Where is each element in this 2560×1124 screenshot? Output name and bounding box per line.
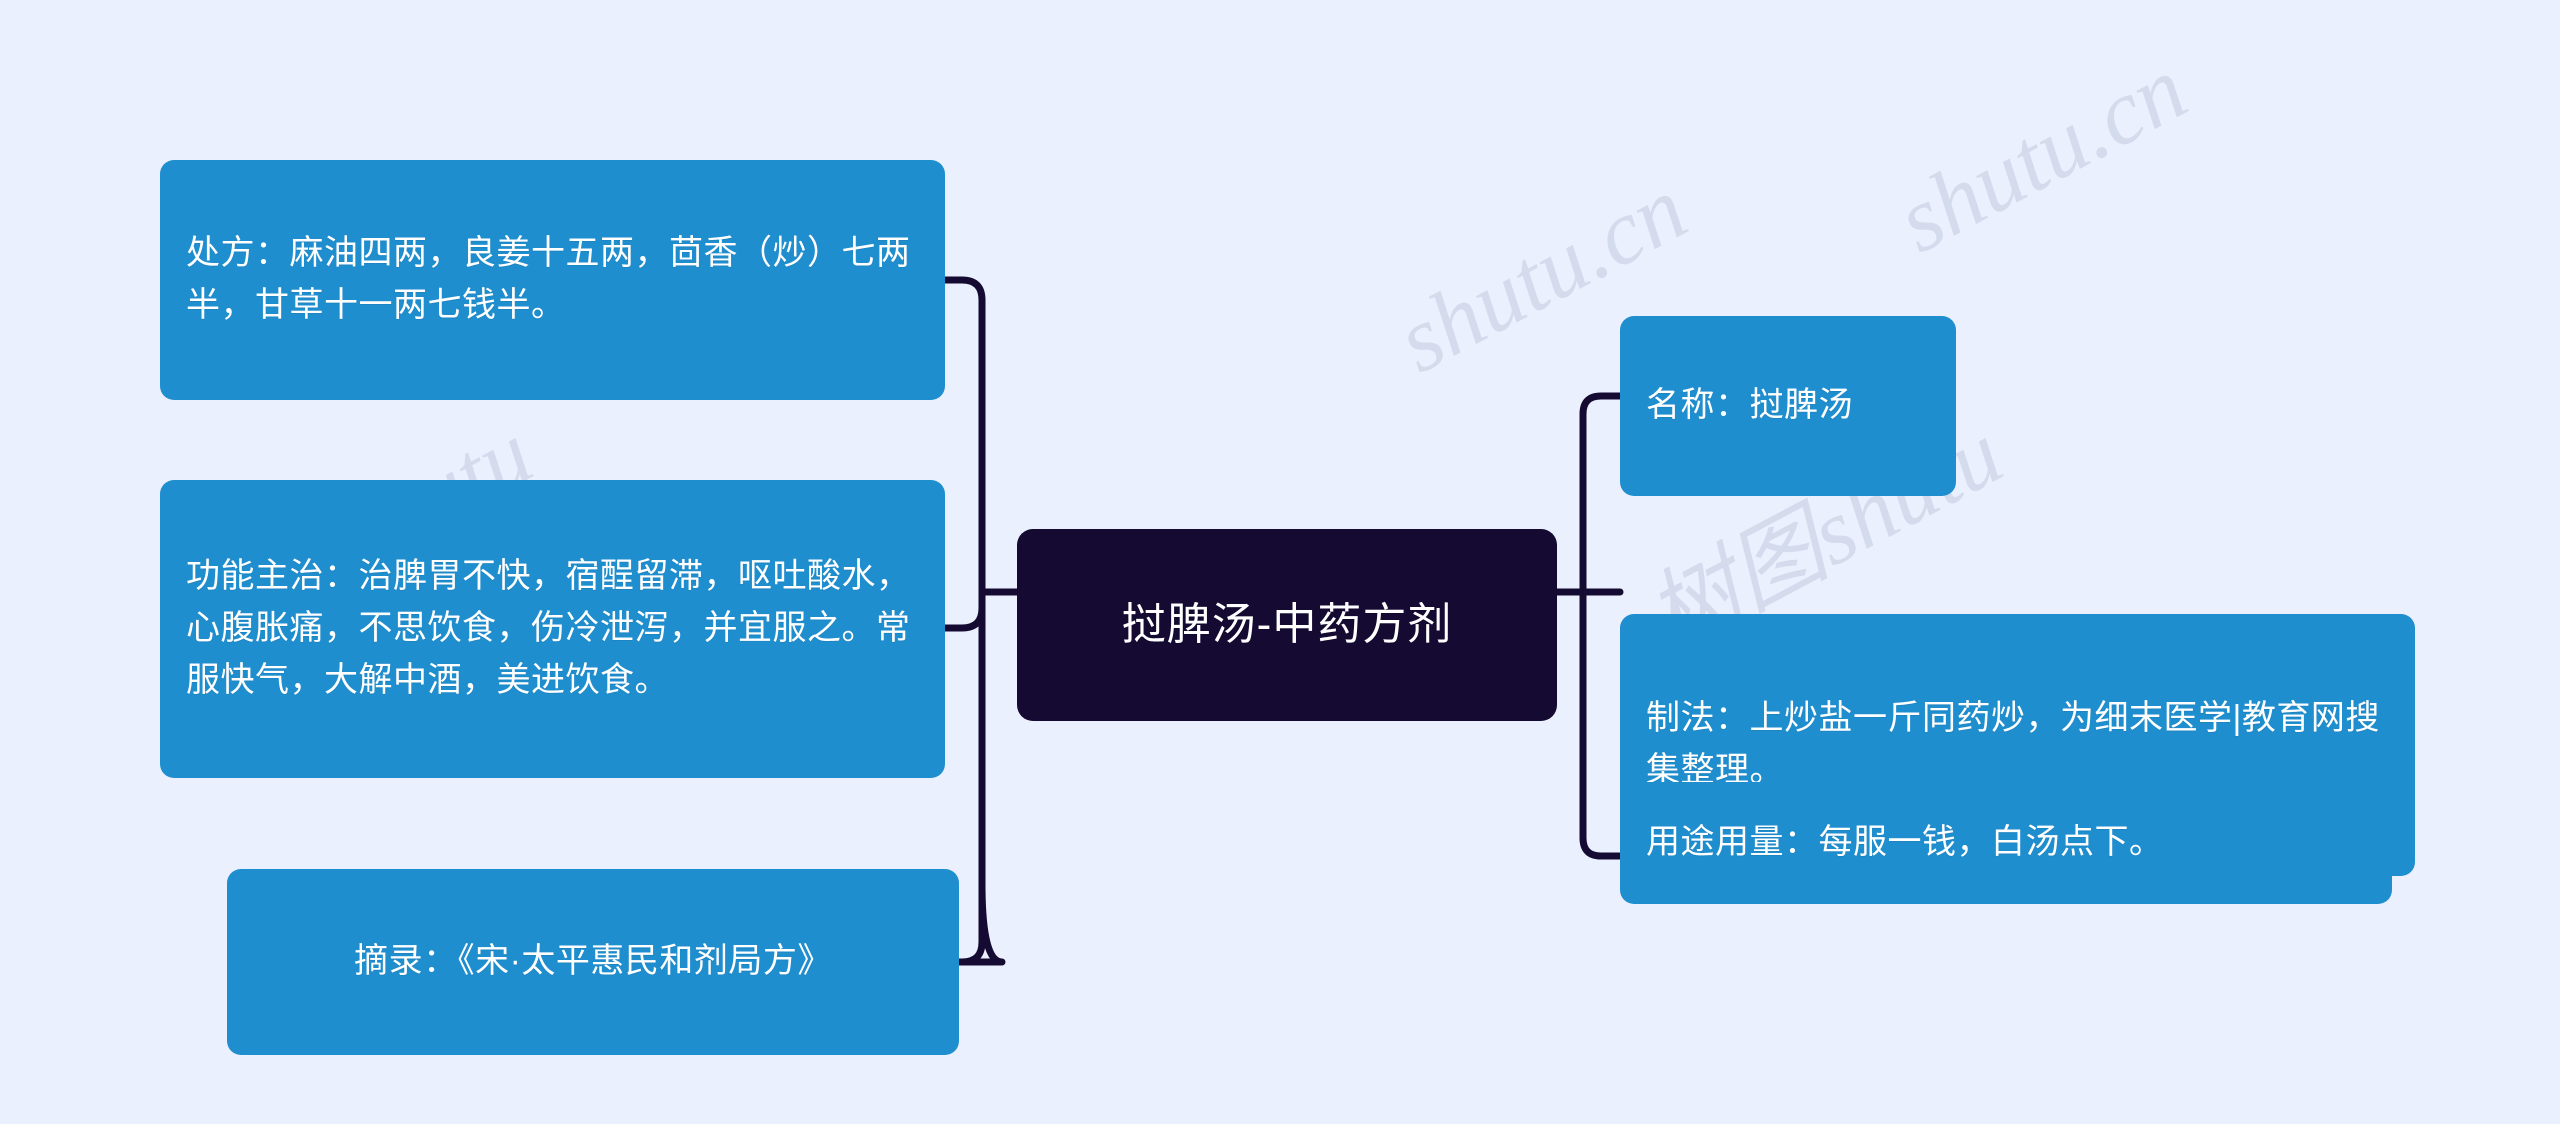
connector-left-middle bbox=[941, 604, 986, 632]
node-source-label: 摘录：《宋·太平惠民和剂局方》 bbox=[354, 942, 832, 981]
node-prescription[interactable]: 处方：麻油四两，良姜十五两，茴香（炒）七两半，甘草十一两七钱半。 bbox=[160, 160, 945, 400]
connector-right-top bbox=[1579, 392, 1624, 430]
node-dosage-label: 用途用量：每服一钱，白汤点下。 bbox=[1646, 823, 2164, 862]
node-name[interactable]: 名称：挝脾汤 bbox=[1620, 316, 1956, 496]
node-indications[interactable]: 功能主治：治脾胃不快，宿酲留滞，呕吐酸水，心腹胀痛，不思饮食，伤冷泄泻，并宜服之… bbox=[160, 480, 945, 778]
watermark-text: shutu.cn bbox=[1880, 36, 2202, 272]
connector-left-bottom-curve bbox=[955, 880, 1006, 966]
node-name-label: 名称：挝脾汤 bbox=[1646, 386, 1853, 425]
connector-right-bottom bbox=[1579, 822, 1624, 860]
node-prescription-label: 处方：麻油四两，良姜十五两，茴香（炒）七两半，甘草十一两七钱半。 bbox=[186, 234, 911, 324]
node-center-label: 挝脾汤-中药方剂 bbox=[1121, 599, 1453, 649]
connector-left-top bbox=[941, 276, 986, 888]
connector-left-bottom bbox=[955, 880, 986, 966]
node-source[interactable]: 摘录：《宋·太平惠民和剂局方》 bbox=[227, 869, 959, 1055]
node-center-topic[interactable]: 挝脾汤-中药方剂 bbox=[1017, 529, 1557, 721]
node-method-label: 制法：上炒盐一斤同药炒，为细末医学|教育网搜集整理。 bbox=[1646, 699, 2380, 789]
node-dosage[interactable]: 用途用量：每服一钱，白汤点下。 bbox=[1620, 782, 2392, 904]
node-indications-label: 功能主治：治脾胃不快，宿酲留滞，呕吐酸水，心腹胀痛，不思饮食，伤冷泄泻，并宜服之… bbox=[186, 557, 911, 699]
